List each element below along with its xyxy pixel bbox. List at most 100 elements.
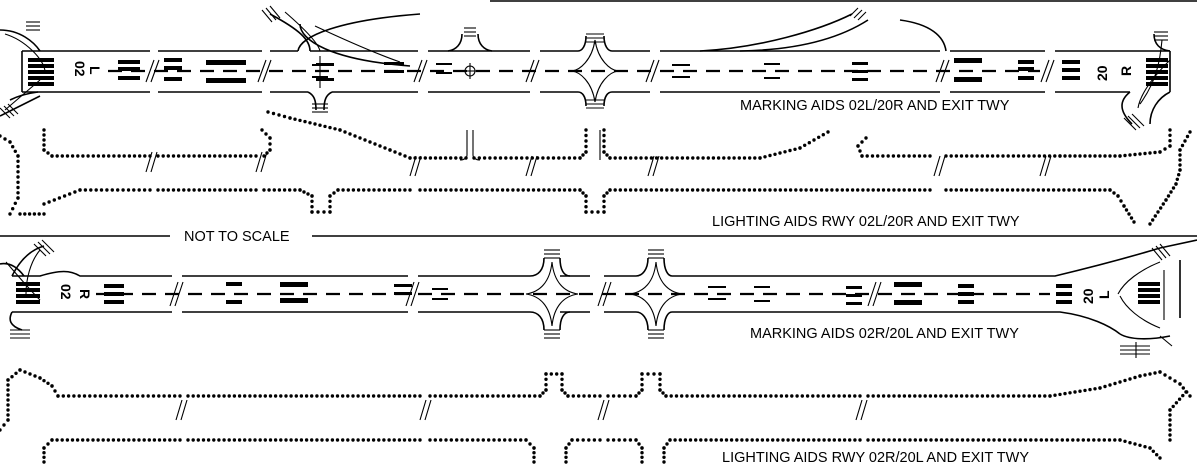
edge-light (1168, 438, 1172, 442)
edge-light (480, 188, 484, 192)
edge-light (538, 394, 542, 398)
edge-light (126, 188, 131, 192)
edge-light (264, 132, 268, 136)
edge-light (606, 438, 610, 442)
edge-light (923, 394, 927, 398)
edge-light (330, 438, 335, 442)
edge-light (107, 154, 111, 158)
edge-light (243, 438, 247, 442)
edge-light (891, 154, 896, 158)
taxiway-crossing-595 (577, 35, 613, 107)
edge-light (517, 394, 521, 398)
edge-light (459, 188, 463, 192)
edge-light (1062, 188, 1066, 192)
edge-light (670, 156, 674, 160)
edge-light (491, 394, 495, 398)
edge-light (328, 199, 332, 203)
edge-light (903, 438, 907, 442)
edge-light (356, 394, 360, 398)
edge-light (933, 394, 938, 398)
edge-light (105, 188, 109, 192)
edge-light (732, 156, 736, 160)
edge-light (268, 394, 273, 398)
edge-light (508, 438, 512, 442)
edge-light (372, 188, 376, 192)
edge-light (137, 438, 141, 442)
edge-light (233, 188, 238, 192)
edge-light (392, 394, 396, 398)
edge-light (8, 140, 12, 144)
edge-light (459, 394, 464, 398)
edge-light (310, 394, 314, 398)
edge-light (795, 394, 799, 398)
edge-light (970, 154, 974, 158)
edge-light (826, 130, 830, 134)
edge-light (313, 122, 317, 126)
taxiway-curve-960 (899, 19, 947, 52)
edge-light (197, 154, 201, 158)
edge-light (212, 394, 216, 398)
edge-light (563, 391, 567, 395)
edge-light (444, 438, 448, 442)
edge-light (294, 438, 298, 442)
edge-light (544, 377, 548, 381)
edge-light (106, 438, 111, 442)
edge-light (1082, 188, 1087, 192)
edge-light (532, 460, 536, 464)
edge-light (367, 188, 371, 192)
edge-lights-02r-20l (0, 368, 1192, 464)
edge-light (122, 438, 126, 442)
edge-light (1143, 151, 1147, 156)
edge-light (248, 394, 252, 398)
edge-light (729, 438, 734, 442)
edge-light (227, 394, 231, 398)
edge-light (564, 446, 568, 450)
edge-light (498, 156, 503, 160)
edge-light (1031, 188, 1035, 192)
edge-light (495, 188, 500, 192)
edge-light (959, 188, 964, 192)
edge-light (527, 394, 532, 398)
edge-light (135, 394, 140, 398)
edge-light (362, 188, 366, 192)
edge-light (182, 154, 186, 158)
edge-light (704, 438, 708, 442)
edge-light (1092, 438, 1096, 442)
edge-light (735, 438, 739, 442)
edge-light (1122, 204, 1126, 208)
scale-break-symbols-lighting-top (145, 151, 1052, 177)
edge-light (640, 455, 644, 459)
edge-light (1158, 370, 1162, 374)
edge-light (6, 418, 10, 422)
edge-light (1088, 154, 1092, 158)
edge-light (1027, 154, 1031, 158)
edge-light (758, 394, 763, 398)
edge-light (1098, 154, 1102, 158)
edge-light (1026, 188, 1030, 192)
edge-light (408, 394, 412, 398)
edge-light (262, 188, 266, 192)
edge-light (316, 210, 320, 214)
runway-intersection-marker-470 (462, 63, 478, 79)
edge-light (724, 438, 729, 442)
edge-light (1183, 139, 1187, 143)
edge-light (418, 188, 422, 192)
edge-light (814, 188, 819, 192)
edge-light (260, 128, 264, 132)
edge-light (634, 156, 638, 160)
edge-light (618, 156, 622, 160)
edge-light (902, 394, 907, 398)
svg-text:R: R (1118, 66, 1134, 76)
edge-light (980, 154, 984, 158)
edge-light (318, 123, 322, 127)
edge-light (268, 136, 272, 140)
edge-light (341, 394, 345, 398)
edge-light (444, 188, 448, 192)
caption-lighting-02l-20r: LIGHTING AIDS RWY 02L/20R AND EXIT TWY (712, 214, 1020, 230)
edge-light (1063, 391, 1067, 396)
edge-light (1078, 154, 1082, 158)
edge-light (584, 205, 588, 209)
edge-light (475, 188, 479, 192)
edge-light (602, 194, 606, 198)
edge-light (634, 188, 638, 192)
